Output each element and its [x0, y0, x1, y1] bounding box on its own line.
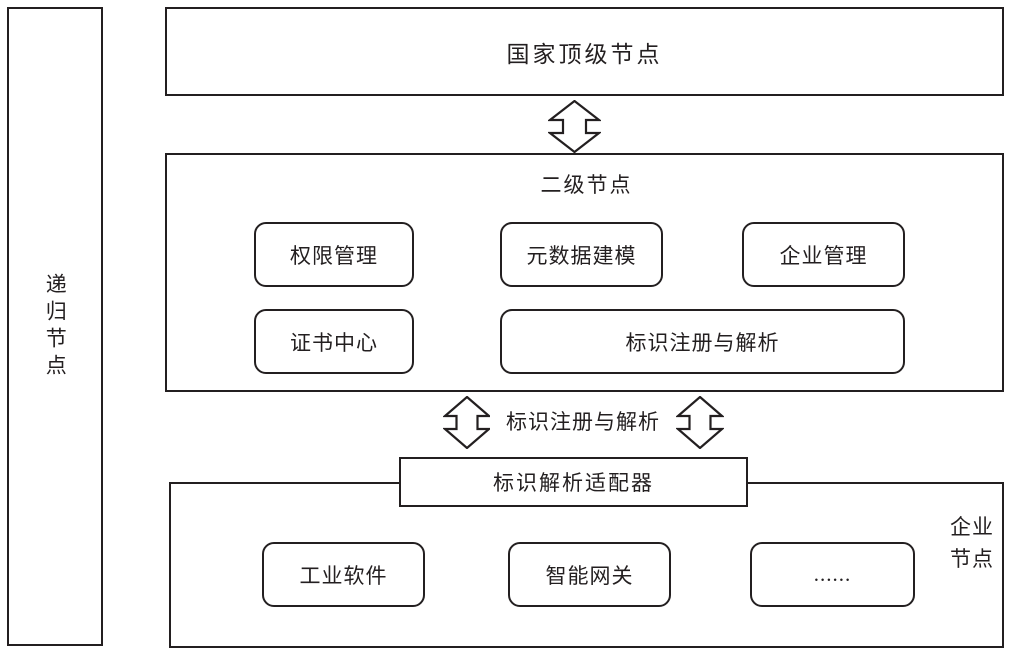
module-enterprise-management[interactable]: 企业管理: [742, 222, 905, 287]
enterprise-node-label-line1: 企业: [950, 515, 994, 539]
double-arrow-vertical-icon: [548, 100, 601, 153]
module-identifier-registration-resolution[interactable]: 标识注册与解析: [500, 309, 905, 374]
module-label: 标识注册与解析: [625, 330, 780, 355]
adapter-label: 标识解析适配器: [493, 471, 654, 495]
double-arrow-vertical-right-icon: [676, 396, 724, 449]
module-label: 智能网关: [545, 563, 634, 588]
recursive-node-container: 递归节点: [7, 7, 103, 646]
enterprise-node-label: 企业 节点: [942, 512, 1002, 575]
double-arrow-vertical-left-icon: [443, 396, 491, 449]
identifier-resolution-adapter-box[interactable]: 标识解析适配器: [399, 457, 748, 507]
enterprise-node-label-line2: 节点: [950, 546, 994, 571]
national-top-node-label: 国家顶级节点: [506, 41, 663, 67]
module-intelligent-gateway[interactable]: 智能网关: [508, 542, 671, 607]
national-top-node-box: 国家顶级节点: [165, 7, 1004, 96]
module-ellipsis-placeholder[interactable]: ......: [750, 542, 915, 607]
module-label: 权限管理: [290, 243, 378, 268]
module-metadata-modeling[interactable]: 元数据建模: [500, 222, 663, 287]
module-certificate-center[interactable]: 证书中心: [254, 309, 414, 374]
module-label: ......: [813, 562, 852, 586]
module-label: 企业管理: [779, 243, 868, 268]
second-level-node-title: 二级节点: [540, 173, 633, 197]
module-label: 工业软件: [299, 563, 388, 588]
module-label: 证书中心: [290, 330, 378, 355]
module-industrial-software[interactable]: 工业软件: [262, 542, 425, 607]
module-label: 元数据建模: [526, 243, 637, 268]
module-permission-management[interactable]: 权限管理: [254, 222, 414, 287]
recursive-node-label: 递归节点: [43, 272, 68, 381]
connector-identifier-registration-resolution-label: 标识注册与解析: [490, 406, 676, 436]
